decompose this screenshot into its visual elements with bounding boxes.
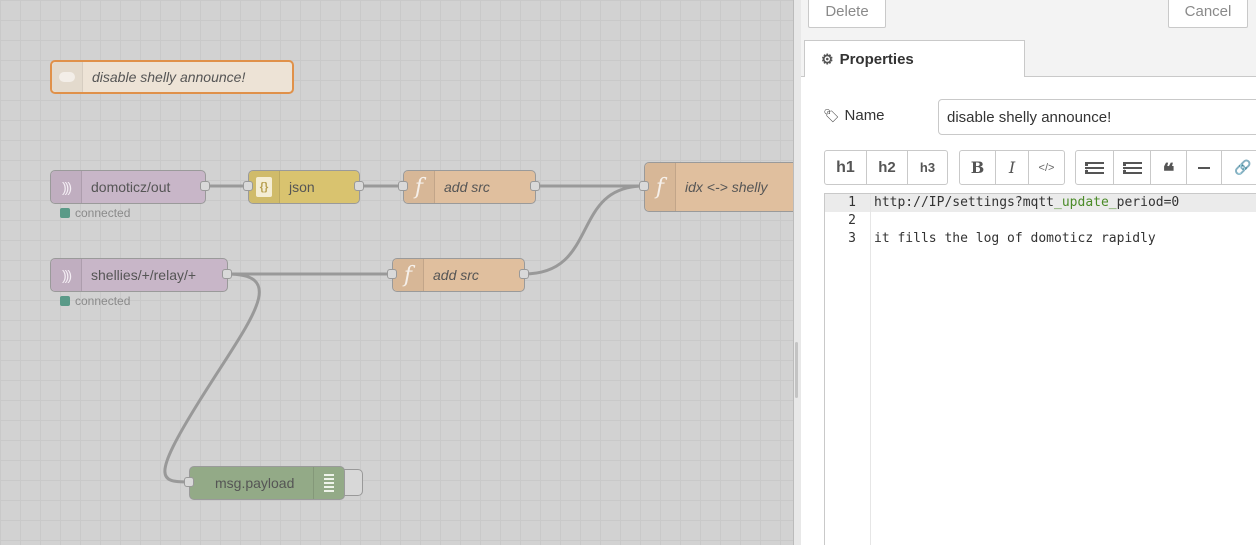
comment-icon xyxy=(59,72,75,82)
function-icon-area: f xyxy=(404,171,435,203)
bold-button[interactable]: B xyxy=(960,151,996,184)
italic-button[interactable]: I xyxy=(996,151,1029,184)
active-line-highlight xyxy=(825,194,1256,212)
status-dot xyxy=(60,208,70,218)
input-port[interactable] xyxy=(387,269,397,279)
link-button[interactable]: 🔗 xyxy=(1222,151,1256,184)
json-node[interactable]: {} json xyxy=(248,170,360,204)
line-number: 3 xyxy=(848,231,856,246)
comment-node[interactable]: disable shelly announce! xyxy=(50,60,294,94)
name-input[interactable] xyxy=(938,99,1256,135)
input-port[interactable] xyxy=(184,477,194,487)
status-connected: connected xyxy=(60,294,130,308)
h1-button[interactable]: h1 xyxy=(825,151,867,184)
input-port[interactable] xyxy=(639,181,649,191)
ordered-list-icon xyxy=(1085,161,1104,174)
comment-label: disable shelly announce! xyxy=(92,69,246,85)
debug-node[interactable]: msg.payload xyxy=(189,466,345,500)
debug-label: msg.payload xyxy=(215,475,295,491)
function-node-add-src-1[interactable]: f add src xyxy=(403,170,536,204)
status-dot xyxy=(60,296,70,306)
debug-icon-area xyxy=(313,467,344,499)
line-number: 2 xyxy=(848,213,856,228)
wire-mqtt2-debug[interactable] xyxy=(163,272,261,484)
status-connected: connected xyxy=(60,206,130,220)
unordered-list-icon xyxy=(1122,161,1142,174)
mqtt-wave-icon: ))) xyxy=(62,179,72,195)
gear-icon: ⚙ xyxy=(821,50,834,67)
quote-button[interactable]: ❝ xyxy=(1151,151,1187,184)
output-port[interactable] xyxy=(519,269,529,279)
function-label: add src xyxy=(433,267,479,283)
editor-gutter xyxy=(825,194,871,545)
h3-button[interactable]: h3 xyxy=(919,160,936,175)
function-icon-area: f xyxy=(645,163,676,211)
horizontal-rule-button[interactable] xyxy=(1187,151,1222,184)
block-toolbar-group: ❝ 🔗 xyxy=(1075,150,1256,185)
mqtt-in-label: domoticz/out xyxy=(91,179,171,195)
json-braces-icon: {} xyxy=(256,177,272,197)
mqtt-in-icon-area: ))) xyxy=(51,259,82,291)
function-icon-area: f xyxy=(393,259,424,291)
flow-workspace[interactable]: disable shelly announce! ))) domoticz/ou… xyxy=(0,0,793,545)
function-label: idx <-> shelly xyxy=(685,179,768,195)
input-port[interactable] xyxy=(243,181,253,191)
debug-lines-icon xyxy=(324,474,334,492)
markdown-editor[interactable]: 1 2 3 http://IP/settings?mqtt_update_per… xyxy=(824,193,1256,545)
mqtt-in-label: shellies/+/relay/+ xyxy=(91,267,197,283)
function-label: add src xyxy=(444,179,490,195)
mqtt-in-node-shellies[interactable]: ))) shellies/+/relay/+ xyxy=(50,258,228,292)
panel-splitter[interactable] xyxy=(793,0,802,545)
heading-toolbar-group: h1 h2 h3 xyxy=(824,150,948,185)
h2-button[interactable]: h2 xyxy=(867,151,908,184)
function-icon: f xyxy=(655,174,665,200)
output-port[interactable] xyxy=(200,181,210,191)
mqtt-in-node-domoticz[interactable]: ))) domoticz/out xyxy=(50,170,206,204)
format-toolbar-group: B I </> xyxy=(959,150,1065,185)
unordered-list-button[interactable] xyxy=(1114,151,1151,184)
code-icon: </> xyxy=(1038,161,1055,174)
function-icon: f xyxy=(403,262,413,288)
mqtt-wave-icon: ))) xyxy=(62,267,72,283)
cancel-button[interactable]: Cancel xyxy=(1168,0,1248,28)
tab-bar xyxy=(801,36,1256,77)
line-number: 1 xyxy=(848,195,856,210)
comment-icon-area xyxy=(52,62,83,92)
code-button[interactable]: </> xyxy=(1029,151,1064,184)
edit-panel: Delete Cancel ⚙ Properties 🏷Name h1 h2 h… xyxy=(801,0,1256,545)
tab-label: Properties xyxy=(839,50,914,68)
tag-icon: 🏷 xyxy=(823,108,840,123)
mqtt-in-icon-area: ))) xyxy=(51,171,82,203)
output-port[interactable] xyxy=(530,181,540,191)
function-node-add-src-2[interactable]: f add src xyxy=(392,258,525,292)
splitter-grip[interactable] xyxy=(795,342,798,398)
name-label: 🏷Name xyxy=(823,107,885,124)
json-icon-area: {} xyxy=(249,171,280,203)
ordered-list-button[interactable] xyxy=(1076,151,1114,184)
properties-content: 🏷Name h1 h2 h3 B I </> ❝ xyxy=(801,77,1256,545)
horizontal-rule-icon xyxy=(1198,166,1210,169)
code-line-1: http://IP/settings?mqtt_update_period=0 xyxy=(874,195,1180,210)
quote-icon: ❝ xyxy=(1162,158,1175,184)
function-node-idx-shelly[interactable]: f idx <-> shelly xyxy=(644,162,793,212)
output-port[interactable] xyxy=(354,181,364,191)
wires-layer xyxy=(163,184,645,484)
code-line-3: it fills the log of domoticz rapidly xyxy=(874,231,1156,246)
link-icon: 🔗 xyxy=(1234,159,1252,175)
output-port[interactable] xyxy=(222,269,232,279)
function-icon: f xyxy=(414,174,424,200)
wire-addsrc2-idx[interactable] xyxy=(523,184,645,276)
tab-properties[interactable]: ⚙ Properties xyxy=(804,40,1025,77)
delete-button[interactable]: Delete xyxy=(808,0,886,28)
input-port[interactable] xyxy=(398,181,408,191)
json-label: json xyxy=(289,179,315,195)
